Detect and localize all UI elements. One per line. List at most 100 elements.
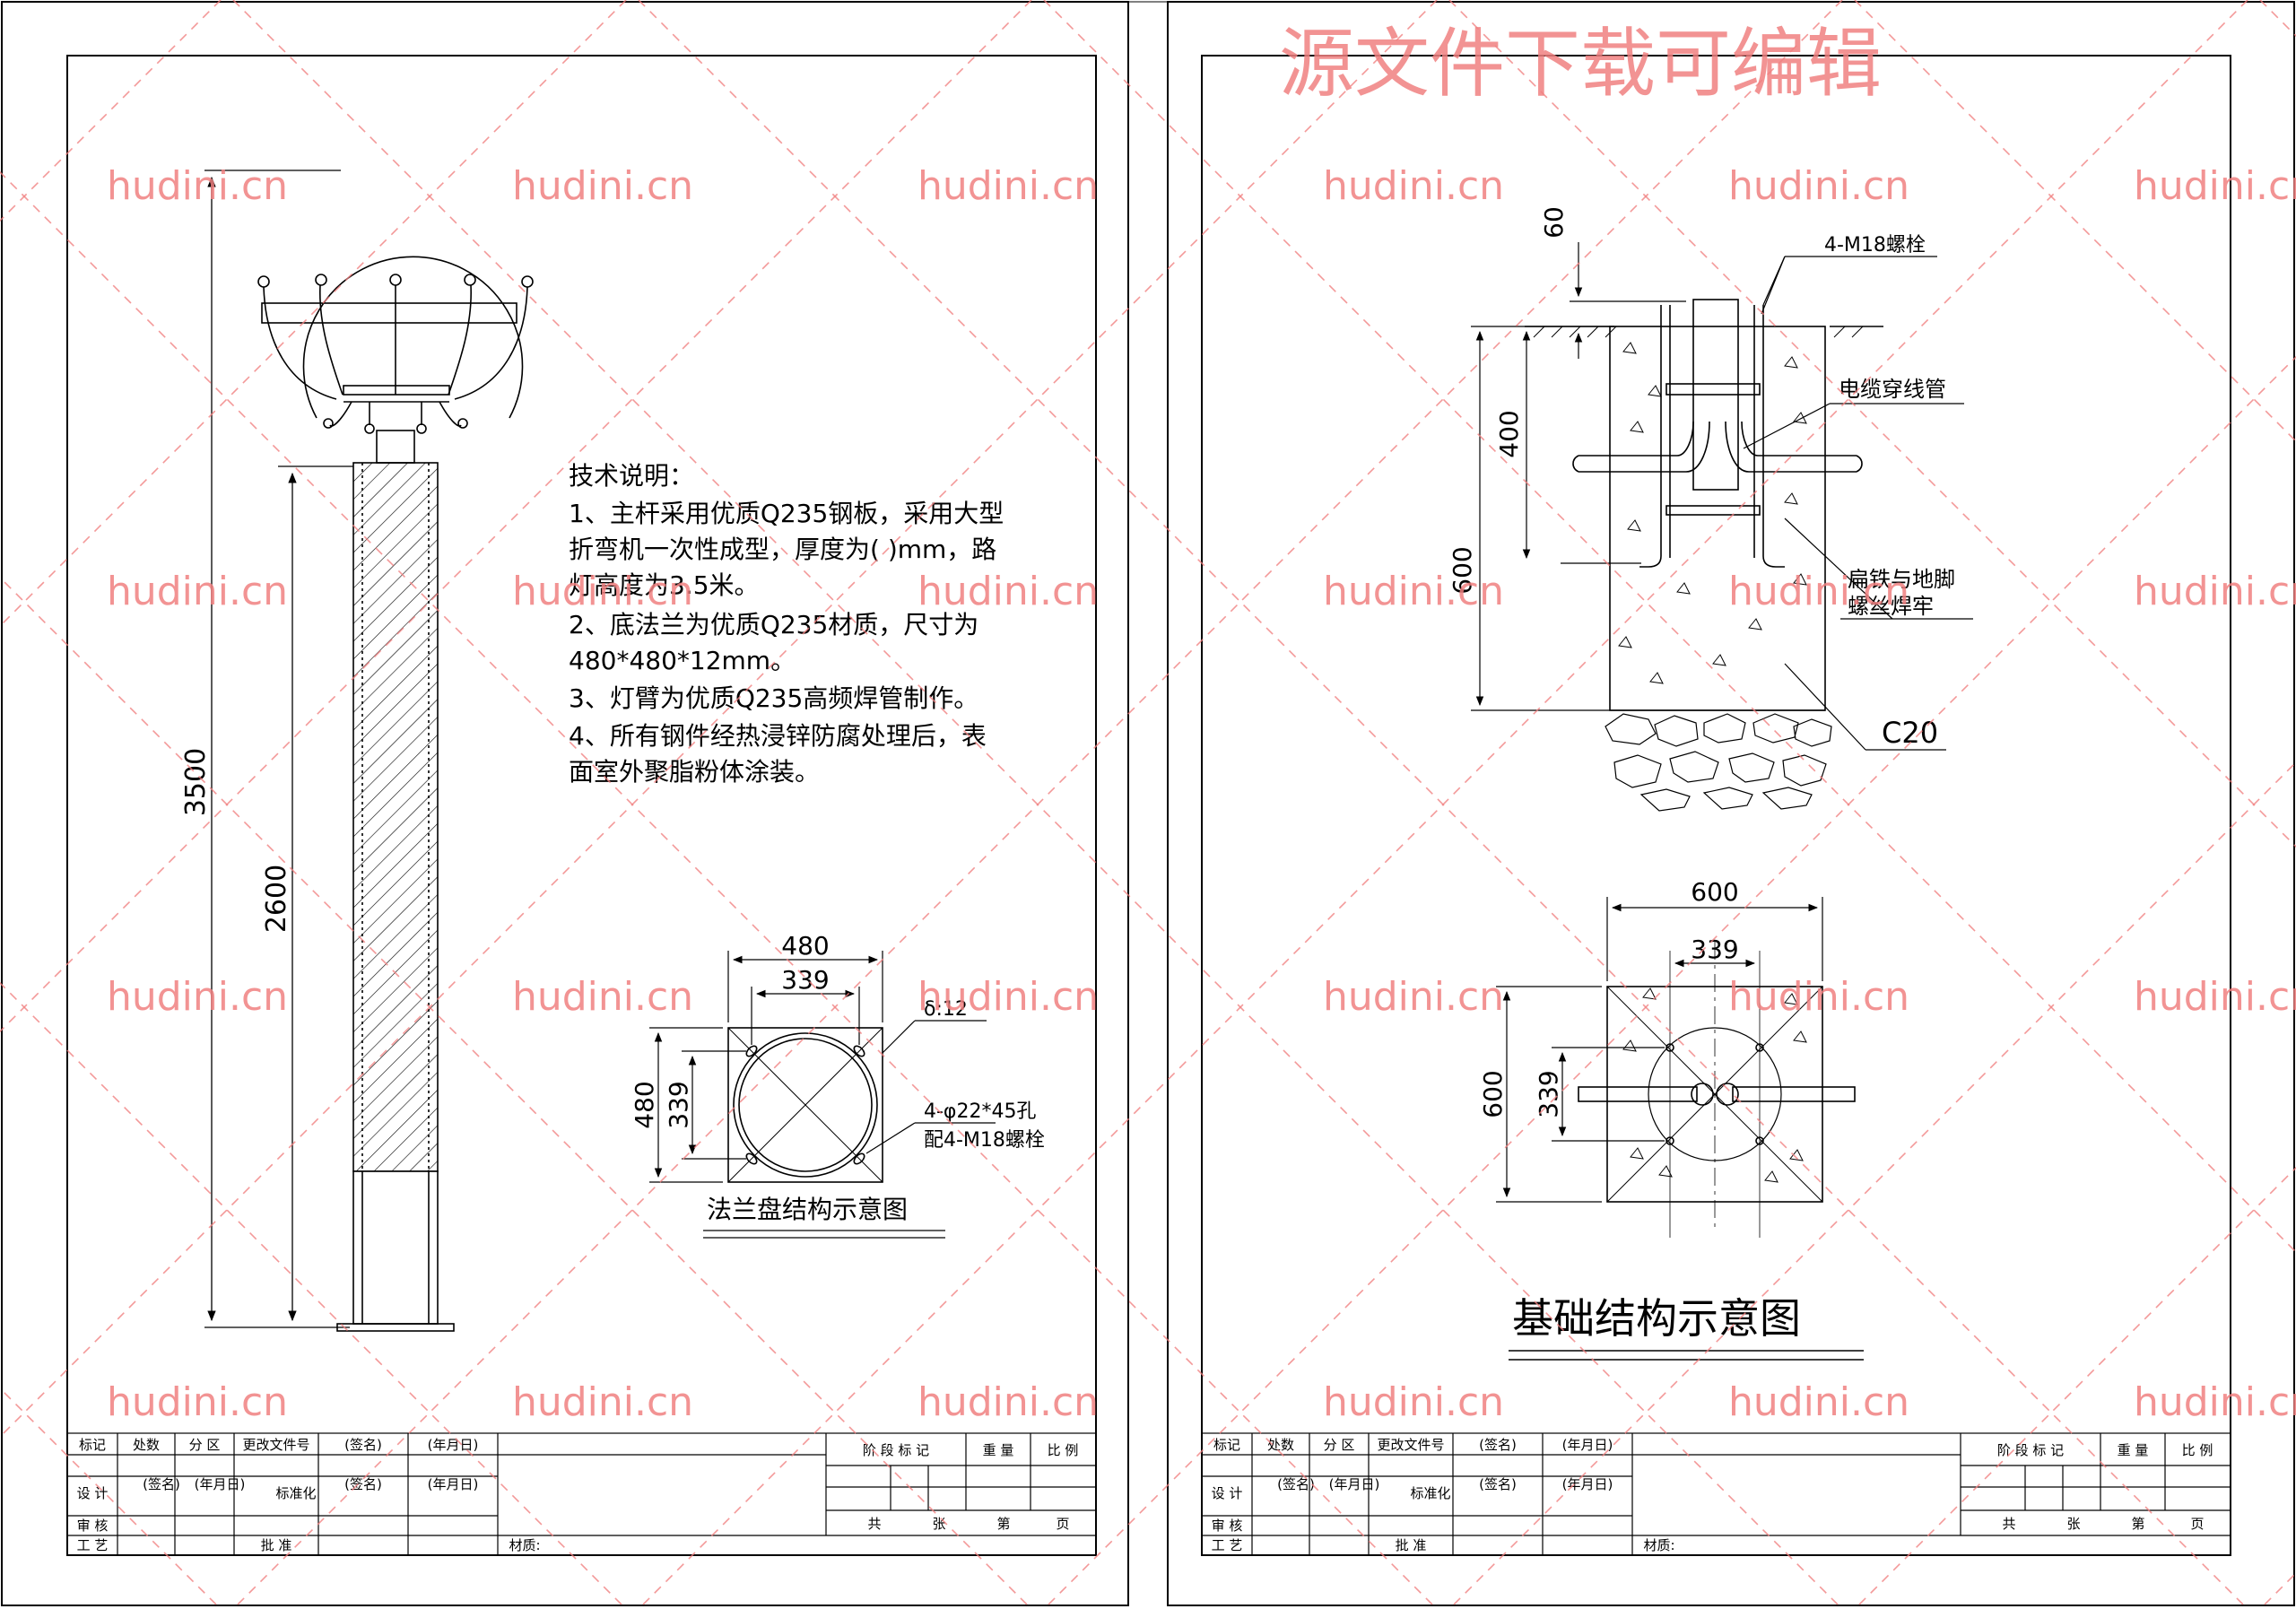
watermark-diagonal xyxy=(1043,355,2296,1609)
flange-inner-width: 339 xyxy=(781,965,829,995)
tb-right-header: 比 例 xyxy=(1048,1442,1079,1458)
watermark-diagonal xyxy=(0,576,1032,1609)
watermark-text: hudini.cn xyxy=(107,569,288,614)
tb-row1-cell: 处数 xyxy=(1267,1437,1294,1453)
tb-row2-cell: (签名) xyxy=(1479,1476,1517,1492)
watermark-text: hudini.cn xyxy=(2134,163,2296,209)
plan-bolt-spacing: 339 xyxy=(1691,935,1738,964)
flange-outer-height: 480 xyxy=(630,1081,659,1128)
tb-row3-cell: 审 核 xyxy=(1212,1518,1243,1534)
watermark-text: hudini.cn xyxy=(512,163,693,209)
tb-row4-cell: 批 准 xyxy=(261,1537,292,1553)
tb-row4-cell: 工 艺 xyxy=(77,1537,109,1553)
tb-row2-cell: (签名) xyxy=(143,1476,180,1492)
tb-right-header: 阶 段 标 记 xyxy=(863,1442,929,1458)
note-line-7: 4、所有钢件经热浸锌防腐处理后，表 xyxy=(569,721,987,751)
watermark-diagonal xyxy=(2259,0,2296,38)
watermark-text: hudini.cn xyxy=(918,569,1099,614)
weld-label-2: 螺丝焊牢 xyxy=(1848,594,1934,619)
watermark-text: hudini.cn xyxy=(1728,1379,1909,1425)
plan-bolt-spacing-v: 339 xyxy=(1534,1070,1563,1118)
pole-dimensions xyxy=(204,170,353,1328)
tb-row4-cell: 工 艺 xyxy=(1212,1537,1243,1553)
flange-bolts: 配4-M18螺栓 xyxy=(924,1129,1045,1152)
tb-material-label: 材质: xyxy=(1643,1537,1674,1553)
conduit-label: 电缆穿线管 xyxy=(1839,377,1946,402)
note-line-2: 折弯机一次性成型，厚度为( )mm，路 xyxy=(569,535,996,564)
tb-row2-cell: (签名) xyxy=(344,1476,382,1492)
tb-right-footer: 张 xyxy=(2066,1516,2080,1532)
watermark-diagonal xyxy=(0,0,1438,1439)
tb-row1-cell: 更改文件号 xyxy=(242,1437,309,1453)
note-line-6: 3、灯臂为优质Q235高频焊管制作。 xyxy=(569,683,978,713)
tb-row2-cell: 标准化 xyxy=(275,1485,316,1501)
concrete-label: C20 xyxy=(1882,716,1938,750)
foundation-plan xyxy=(1578,942,1856,1238)
tb-row1-cell: 分 区 xyxy=(1324,1437,1355,1453)
tb-row1-cell: (年月日) xyxy=(428,1437,479,1453)
flange-outer-width: 480 xyxy=(781,931,829,961)
watermark-header: 源文件下载可编辑 xyxy=(1279,20,1882,108)
tb-right-footer: 页 xyxy=(1056,1516,1069,1532)
tb-right-footer: 第 xyxy=(996,1516,1010,1532)
watermark-diagonal xyxy=(232,0,1843,1609)
tb-right-header: 重 量 xyxy=(983,1442,1014,1458)
tb-row1-cell: 更改文件号 xyxy=(1377,1437,1444,1453)
tb-row1-cell: 标记 xyxy=(79,1437,106,1453)
weld-label-1: 扁铁与地脚 xyxy=(1848,567,1955,592)
tb-row1-cell: 标记 xyxy=(1213,1437,1240,1453)
watermark-diagonal xyxy=(1043,0,2296,1254)
watermark-text: hudini.cn xyxy=(1728,974,1909,1020)
foundation-title: 基础结构示意图 xyxy=(1512,1294,1801,1343)
tb-row2-cell: 设 计 xyxy=(77,1485,109,1501)
watermark-text: hudini.cn xyxy=(2134,1379,2296,1425)
tb-row1-cell: 分 区 xyxy=(189,1437,221,1453)
watermark-diagonal xyxy=(0,981,627,1609)
tb-right-footer: 共 xyxy=(2002,1516,2015,1532)
tb-right-footer: 第 xyxy=(2131,1516,2144,1532)
watermark-text: hudini.cn xyxy=(1728,163,1909,209)
foundation-plan-dims xyxy=(1496,897,1823,1203)
tb-right-header: 阶 段 标 记 xyxy=(1997,1442,2064,1458)
lamp-pole-drawing xyxy=(257,256,534,1332)
watermark-text: hudini.cn xyxy=(512,1379,693,1425)
watermark-text: hudini.cn xyxy=(1323,974,1504,1020)
watermark-diagonal xyxy=(0,0,627,628)
watermark-diagonal xyxy=(232,0,1843,1609)
note-line-8: 面室外聚脂粉体涂装。 xyxy=(569,757,820,787)
plan-width: 600 xyxy=(1691,877,1738,907)
foundation-title-underline xyxy=(1509,1350,1864,1361)
watermark-text: hudini.cn xyxy=(107,974,288,1020)
watermark-text: hudini.cn xyxy=(1323,163,1504,209)
tb-right-header: 重 量 xyxy=(2118,1442,2149,1458)
watermark-text: hudini.cn xyxy=(2134,569,2296,614)
watermark-text: hudini.cn xyxy=(512,974,693,1020)
tb-row2-cell: 设 计 xyxy=(1212,1485,1243,1501)
tb-right-footer: 共 xyxy=(867,1516,881,1532)
tb-row2-cell: (年月日) xyxy=(1329,1476,1380,1492)
tb-right-header: 比 例 xyxy=(2182,1442,2213,1458)
tb-row1-cell: (签名) xyxy=(344,1437,382,1453)
watermark-diagonal xyxy=(0,170,1438,1609)
flange-caption: 法兰盘结构示意图 xyxy=(707,1195,908,1224)
watermark-text: hudini.cn xyxy=(1323,1379,1504,1425)
tb-row4-cell: 批 准 xyxy=(1396,1537,1427,1553)
foundation-section-dims xyxy=(1471,242,1973,751)
tb-material-label: 材质: xyxy=(509,1537,540,1553)
technical-notes: 技术说明： 1、主杆采用优质Q235钢板，采用大型 折弯机一次性成型，厚度为( … xyxy=(569,461,1004,787)
note-line-3: 灯高度为3.5米。 xyxy=(569,570,760,600)
section-dim-400: 400 xyxy=(1494,410,1524,457)
section-dim-600: 600 xyxy=(1448,546,1477,594)
flange-caption-underline xyxy=(703,1230,945,1239)
bolt-label: 4-M18螺栓 xyxy=(1824,234,1926,257)
title-block-left: 标记处数分 区更改文件号(签名)(年月日)设 计(签名)(年月日)标准化(签名)… xyxy=(66,1432,1097,1556)
title-block-right: 标记处数分 区更改文件号(签名)(年月日)设 计(签名)(年月日)标准化(签名)… xyxy=(1201,1432,2231,1556)
watermark-diagonal xyxy=(638,0,2248,1609)
plan-height: 600 xyxy=(1478,1070,1508,1118)
notes-title: 技术说明： xyxy=(569,461,694,491)
foundation-section xyxy=(1525,299,1883,812)
note-line-4: 2、底法兰为优质Q235材质，尺寸为 xyxy=(569,610,978,639)
watermark-diagonal xyxy=(0,0,1032,1033)
watermark-text: hudini.cn xyxy=(918,1379,1099,1425)
